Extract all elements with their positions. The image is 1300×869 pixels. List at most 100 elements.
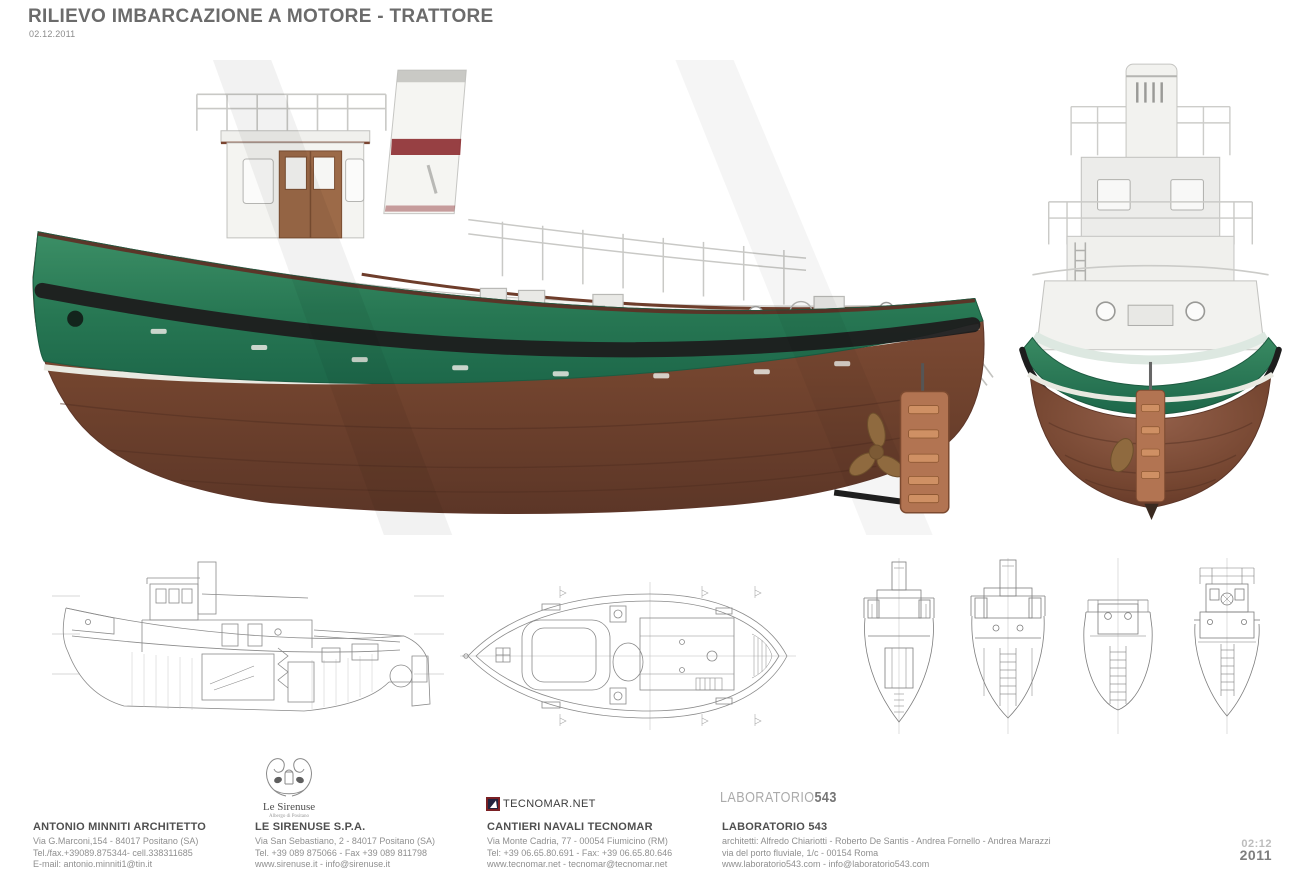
footer-sirenuse-title: LE SIRENUSE S.P.A. xyxy=(255,821,366,833)
stamp-year: 2011 xyxy=(1239,847,1272,863)
shadow-band xyxy=(675,60,933,535)
footer-line: E-mail: antonio.minniti1@tin.it xyxy=(33,859,153,869)
tecnomar-logo: TECNOMAR.NET xyxy=(486,797,596,811)
cap-rail xyxy=(37,232,976,315)
wheelhouse-door xyxy=(278,150,343,239)
propeller-outline xyxy=(389,664,413,688)
funnel xyxy=(383,69,467,215)
deck-plan-drawing xyxy=(460,582,796,730)
aft-stair-plan xyxy=(695,677,723,691)
tugboat-stern-photo xyxy=(1008,56,1293,522)
companionway xyxy=(612,642,644,682)
hull-profile xyxy=(62,607,390,712)
hull-section xyxy=(864,617,934,723)
wheelhouse-window xyxy=(242,158,274,205)
porthole xyxy=(1095,301,1116,322)
footer-tecnomar-title: CANTIERI NAVALI TECNOMAR xyxy=(487,821,653,833)
cross-section-3 xyxy=(1074,556,1162,736)
wheelhouse-window xyxy=(345,158,365,202)
plank-lines xyxy=(60,394,933,493)
tecnomar-label: TECNOMAR.NET xyxy=(503,798,596,810)
stamp-number: 02:12 xyxy=(1241,838,1272,850)
footer-architect: ANTONIO MINNITI ARCHITETTO Via G.Marconi… xyxy=(33,821,248,869)
footer-line: via del porto fluviale, 1/c - 00154 Roma xyxy=(722,847,879,858)
stern-grating xyxy=(751,633,773,679)
ladder xyxy=(1220,644,1235,696)
hull-section xyxy=(971,615,1045,719)
cross-section-1 xyxy=(856,556,942,736)
footer-line: Via San Sebastiano, 2 - 84017 Positano (… xyxy=(255,836,435,846)
footer-line: www.laboratorio543.com - info@laboratori… xyxy=(722,859,930,869)
center-window xyxy=(1127,304,1174,326)
cross-section-2 xyxy=(964,556,1052,736)
footer-line: Via Monte Cadria, 77 - 00054 Fiumicino (… xyxy=(487,836,668,846)
top-railing xyxy=(196,93,387,131)
boat-deck xyxy=(1066,235,1235,286)
laboratorio543-light: LABORATORIO xyxy=(720,789,815,806)
laboratorio543-bold: 543 xyxy=(814,789,837,806)
sirenuse-subtitle: Albergo di Positano xyxy=(269,814,309,819)
hull-section xyxy=(1194,623,1260,717)
aft-railing xyxy=(468,218,807,305)
longitudinal-section-drawing xyxy=(52,556,444,736)
laboratorio543-logo: LABORATORIO543 xyxy=(720,789,837,806)
wheelhouse xyxy=(220,130,371,239)
engine-room xyxy=(201,653,275,701)
tecnomar-sail-icon xyxy=(486,797,500,811)
rudder-front xyxy=(1135,361,1166,503)
footer-line: www.sirenuse.it - info@sirenuse.it xyxy=(255,859,391,869)
sheet-stamp: 02:12 2011 xyxy=(1200,838,1272,863)
footer-sirenuse: LE SIRENUSE S.P.A. Via San Sebastiano, 2… xyxy=(255,821,480,869)
shadow-band xyxy=(212,60,453,535)
rudder xyxy=(899,363,950,514)
section-markers xyxy=(559,586,762,726)
funnel-cap xyxy=(396,70,467,83)
deckhouse-window xyxy=(1097,179,1131,211)
hull xyxy=(32,60,985,535)
main-rail xyxy=(1032,264,1269,276)
bow-bulwark xyxy=(65,607,115,635)
hull-section xyxy=(1083,627,1153,711)
funnel-outline xyxy=(197,561,217,615)
keel-tip xyxy=(1144,503,1159,520)
rudder-outline xyxy=(411,655,431,707)
footer-line: Via G.Marconi,154 - 84017 Positano (SA) xyxy=(33,836,199,846)
tugboat-side-photo xyxy=(30,60,995,535)
footer-laboratorio: LABORATORIO 543 architetti: Alfredo Chia… xyxy=(722,821,1162,869)
propeller xyxy=(848,412,905,478)
le-sirenuse-logo: Le Sirenuse Albergo di Positano xyxy=(246,754,332,819)
footer-line: architetti: Alfredo Chiariotti - Roberto… xyxy=(722,836,1051,846)
porthole xyxy=(1185,301,1206,322)
stern-superstructure xyxy=(1032,63,1269,351)
footer-line: Tel. +39 089 875066 - Fax +39 089 811798 xyxy=(255,847,427,858)
footer-line: Tel: +39 06.65.80.691 - Fax: +39 06.65.8… xyxy=(487,847,673,858)
cross-section-4 xyxy=(1184,556,1270,736)
scuppers xyxy=(150,328,851,379)
sirenuse-emblem-icon xyxy=(266,758,312,797)
footer-architect-title: ANTONIO MINNITI ARCHITETTO xyxy=(33,821,207,833)
bitt xyxy=(609,605,627,623)
footer-line: www.tecnomar.net - tecnomar@tecnomar.net xyxy=(487,859,668,869)
funnel-red-band xyxy=(390,138,462,155)
stern-hull xyxy=(1019,331,1282,520)
page-title: RILIEVO IMBARCAZIONE A MOTORE - TRATTORE xyxy=(28,6,494,27)
survey-date: 02.12.2011 xyxy=(29,29,76,39)
stern-gear xyxy=(833,363,950,514)
engine-casing-plan xyxy=(639,617,735,691)
deckhouse-window xyxy=(1170,179,1204,211)
rubbing-strake xyxy=(34,282,981,358)
footer-tecnomar: CANTIERI NAVALI TECNOMAR Via Monte Cadri… xyxy=(487,821,715,869)
propeller-blade xyxy=(1110,438,1134,473)
frames xyxy=(131,652,373,710)
boot-top xyxy=(1032,331,1269,365)
sirenuse-name: Le Sirenuse xyxy=(262,801,316,813)
wheelhouse-plan xyxy=(521,619,611,691)
ladder xyxy=(1109,646,1127,704)
deck-outline xyxy=(467,593,788,719)
top-rail xyxy=(1199,567,1255,584)
stair xyxy=(277,647,289,689)
ladder xyxy=(999,648,1017,706)
side-ladder xyxy=(1074,242,1087,281)
footer-laboratorio-title: LABORATORIO 543 xyxy=(722,821,828,833)
